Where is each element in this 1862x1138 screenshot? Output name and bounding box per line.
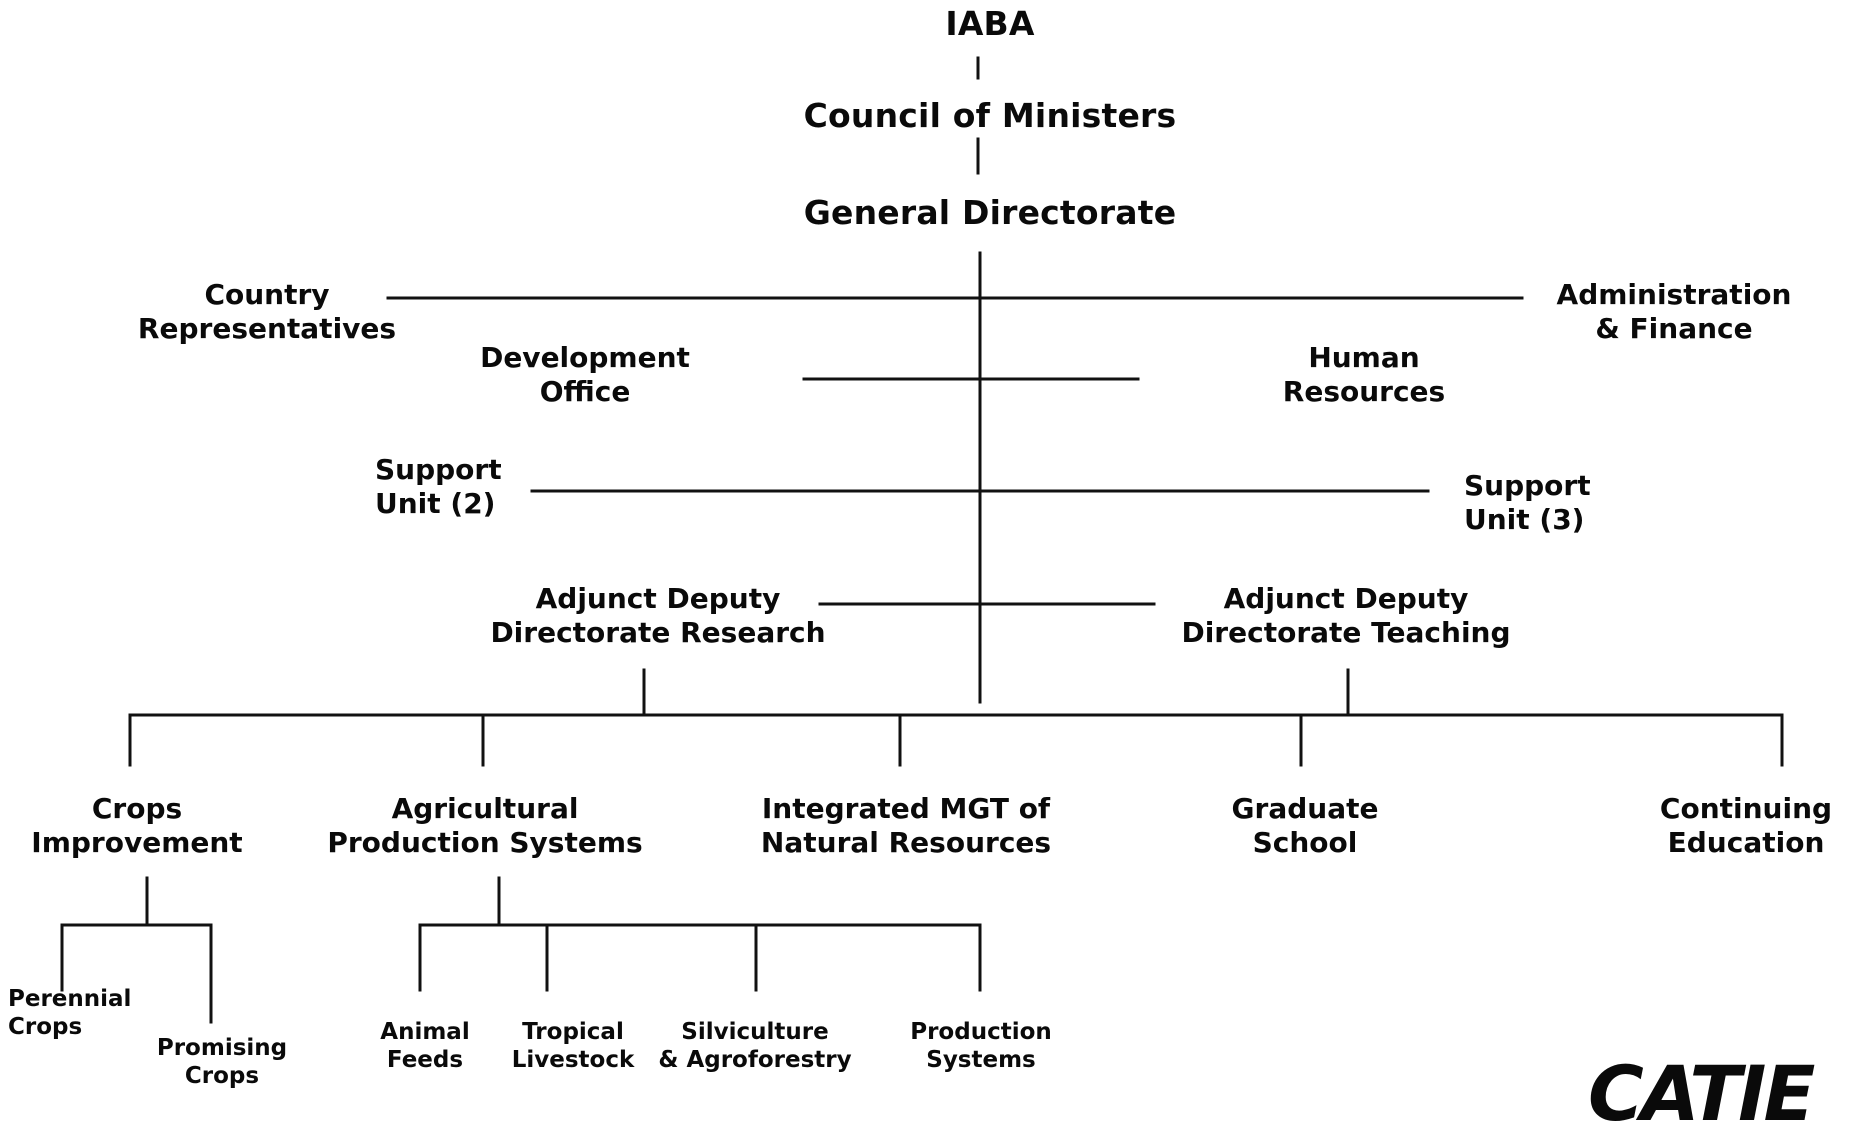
node-production-line1: Production xyxy=(910,1019,1052,1045)
node-support2-line2: Unit (2) xyxy=(375,487,496,521)
node-integrated-line1: Integrated MGT of xyxy=(761,792,1051,825)
node-council-of-ministers: Council of Ministers xyxy=(760,96,1220,136)
node-animal-line2: Feeds xyxy=(386,1047,464,1074)
node-support3-line2: Unit (3) xyxy=(1464,503,1585,537)
node-deputy-teaching: Adjunct Deputy Directorate Teaching xyxy=(1146,582,1546,650)
node-tropical-livestock: Tropical Livestock xyxy=(490,1018,656,1074)
node-tropical-line2: Livestock xyxy=(511,1047,635,1074)
node-admin-line1: Administration xyxy=(1556,278,1792,311)
node-integrated-mgt: Integrated MGT of Natural Resources xyxy=(726,792,1086,860)
node-iaba: IABA xyxy=(930,4,1050,44)
node-human-resources: Human Resources xyxy=(1244,341,1484,409)
node-crops-improvement: Crops Improvement xyxy=(2,792,272,860)
node-crops-line1: Crops xyxy=(91,792,183,825)
node-research-line1: Adjunct Deputy xyxy=(535,582,781,615)
node-agri-line2: Production Systems xyxy=(327,826,643,860)
node-general-directorate: General Directorate xyxy=(760,193,1220,233)
node-support3-line1: Support xyxy=(1464,469,1591,502)
node-production-line2: Systems xyxy=(926,1047,1036,1074)
node-silviculture-line1: Silviculture xyxy=(681,1019,829,1045)
node-support2-line1: Support xyxy=(375,453,502,486)
node-production-systems: Production Systems xyxy=(886,1018,1076,1074)
node-perennial-crops: Perennial Crops xyxy=(8,985,188,1041)
node-deputy-research: Adjunct Deputy Directorate Research xyxy=(458,582,858,650)
node-animal-feeds: Animal Feeds xyxy=(364,1018,486,1074)
node-promising-line2: Crops xyxy=(184,1063,260,1090)
node-graduate-line1: Graduate xyxy=(1231,792,1379,825)
node-development-line2: Office xyxy=(539,375,631,409)
node-continuing-education: Continuing Education xyxy=(1632,792,1860,860)
node-graduate-school: Graduate School xyxy=(1175,792,1435,860)
node-human-line1: Human xyxy=(1308,341,1420,374)
node-continuing-line1: Continuing xyxy=(1659,792,1833,825)
node-silviculture-agroforestry: Silviculture & Agroforestry xyxy=(650,1018,860,1074)
node-administration-finance: Administration & Finance xyxy=(1524,278,1824,346)
node-country-line2: Representatives xyxy=(137,312,397,346)
node-research-line2: Directorate Research xyxy=(490,616,826,650)
node-teaching-line2: Directorate Teaching xyxy=(1181,616,1511,650)
node-support-unit-2: Support Unit (2) xyxy=(375,453,535,521)
node-silviculture-line2: & Agroforestry xyxy=(658,1047,852,1074)
node-perennial-line2: Crops xyxy=(8,1014,83,1041)
node-human-line2: Resources xyxy=(1282,375,1446,409)
node-agri-line1: Agricultural xyxy=(391,792,579,825)
node-iaba-label: IABA xyxy=(945,4,1035,43)
node-council-label: Council of Ministers xyxy=(803,96,1177,135)
node-general-label: General Directorate xyxy=(803,193,1177,232)
node-perennial-line1: Perennial xyxy=(8,986,132,1012)
node-crops-line2: Improvement xyxy=(31,826,243,860)
node-country-line1: Country xyxy=(204,278,330,311)
org-chart-connectors xyxy=(60,56,1784,1024)
node-teaching-line1: Adjunct Deputy xyxy=(1223,582,1469,615)
node-promising-line1: Promising xyxy=(156,1035,288,1061)
node-admin-line2: & Finance xyxy=(1595,312,1753,346)
node-support-unit-3: Support Unit (3) xyxy=(1464,469,1624,537)
node-development-line1: Development xyxy=(480,341,690,374)
node-continuing-line2: Education xyxy=(1667,826,1825,860)
node-country-representatives: Country Representatives xyxy=(117,278,417,346)
node-animal-line1: Animal xyxy=(380,1019,470,1045)
node-integrated-line2: Natural Resources xyxy=(760,826,1052,860)
node-agricultural-production: Agricultural Production Systems xyxy=(300,792,670,860)
node-tropical-line1: Tropical xyxy=(522,1019,624,1045)
node-development-office: Development Office xyxy=(445,341,725,409)
node-graduate-line2: School xyxy=(1252,826,1358,860)
catie-logo: CATIE xyxy=(1588,1056,1815,1132)
node-promising-crops: Promising Crops xyxy=(137,1034,307,1090)
